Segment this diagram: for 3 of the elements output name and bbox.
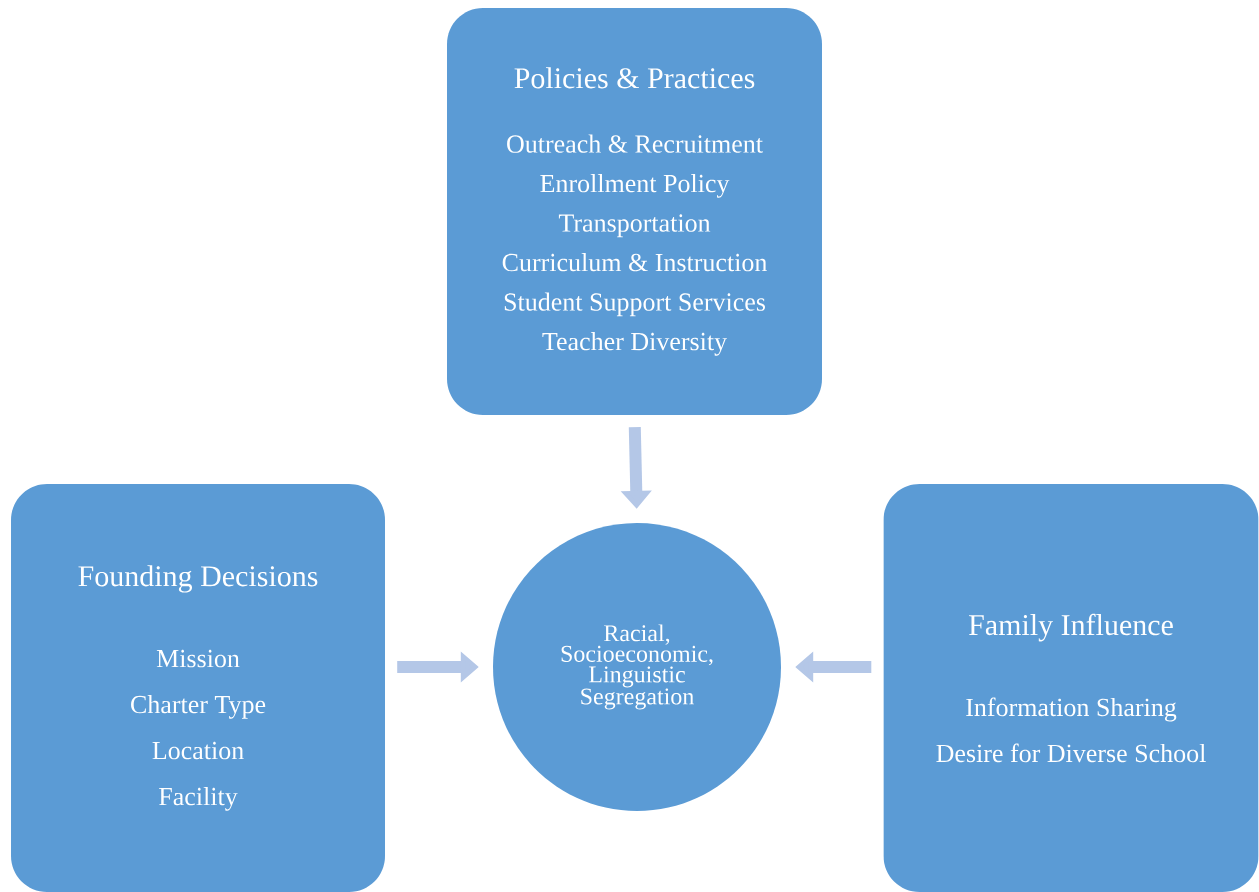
- category-box: Family Influence Information Sharing Desire for Diverse School: [883, 484, 1259, 892]
- category-box: Policies & Practices Outreach & Recruitment Enrollment Policy Transportation Curriculum & Instruction Student Support Services Teacher Diversity: [447, 8, 822, 415]
- category-box: Founding Decisions Mission Charter Type Location Facility: [11, 484, 385, 892]
